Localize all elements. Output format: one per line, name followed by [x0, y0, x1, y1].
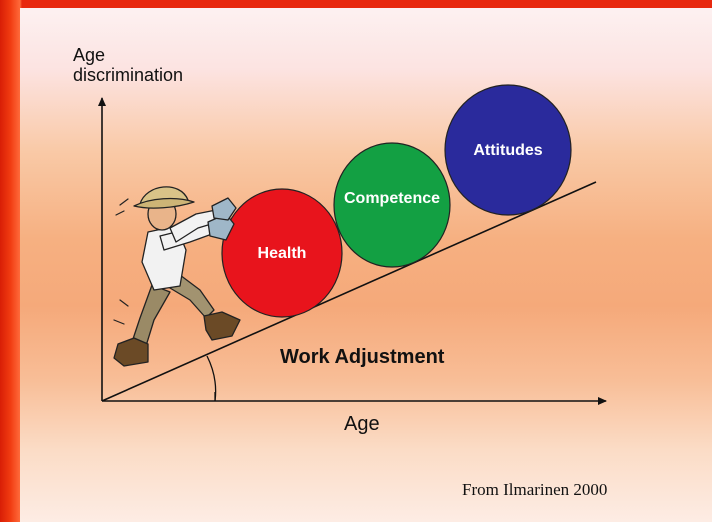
ball-competence-circle [333, 142, 451, 268]
ball-health-circle [221, 188, 343, 318]
y-axis-label-line1: Age [73, 45, 106, 65]
slope-line [101, 181, 597, 402]
x-axis-label: Age [344, 413, 380, 435]
y-axis-label-line2: discrimination [73, 65, 184, 85]
ball-health: Health [221, 188, 343, 318]
ball-competence: Competence [333, 142, 451, 268]
ball-attitudes: Attitudes [444, 84, 572, 216]
ball-competence-label: Competence [344, 190, 440, 207]
source-citation: From Ilmarinen 2000 [462, 480, 608, 499]
man-pushing-icon [113, 186, 241, 367]
ball-attitudes-label: Attitudes [473, 142, 542, 159]
slide-panel [20, 8, 712, 522]
ball-health-label: Health [258, 245, 307, 262]
y-axis-label: Age discrimination [73, 45, 183, 85]
slope-label: Work Adjustment [280, 346, 445, 368]
angle-arc [206, 355, 217, 402]
ball-attitudes-circle [444, 84, 572, 216]
